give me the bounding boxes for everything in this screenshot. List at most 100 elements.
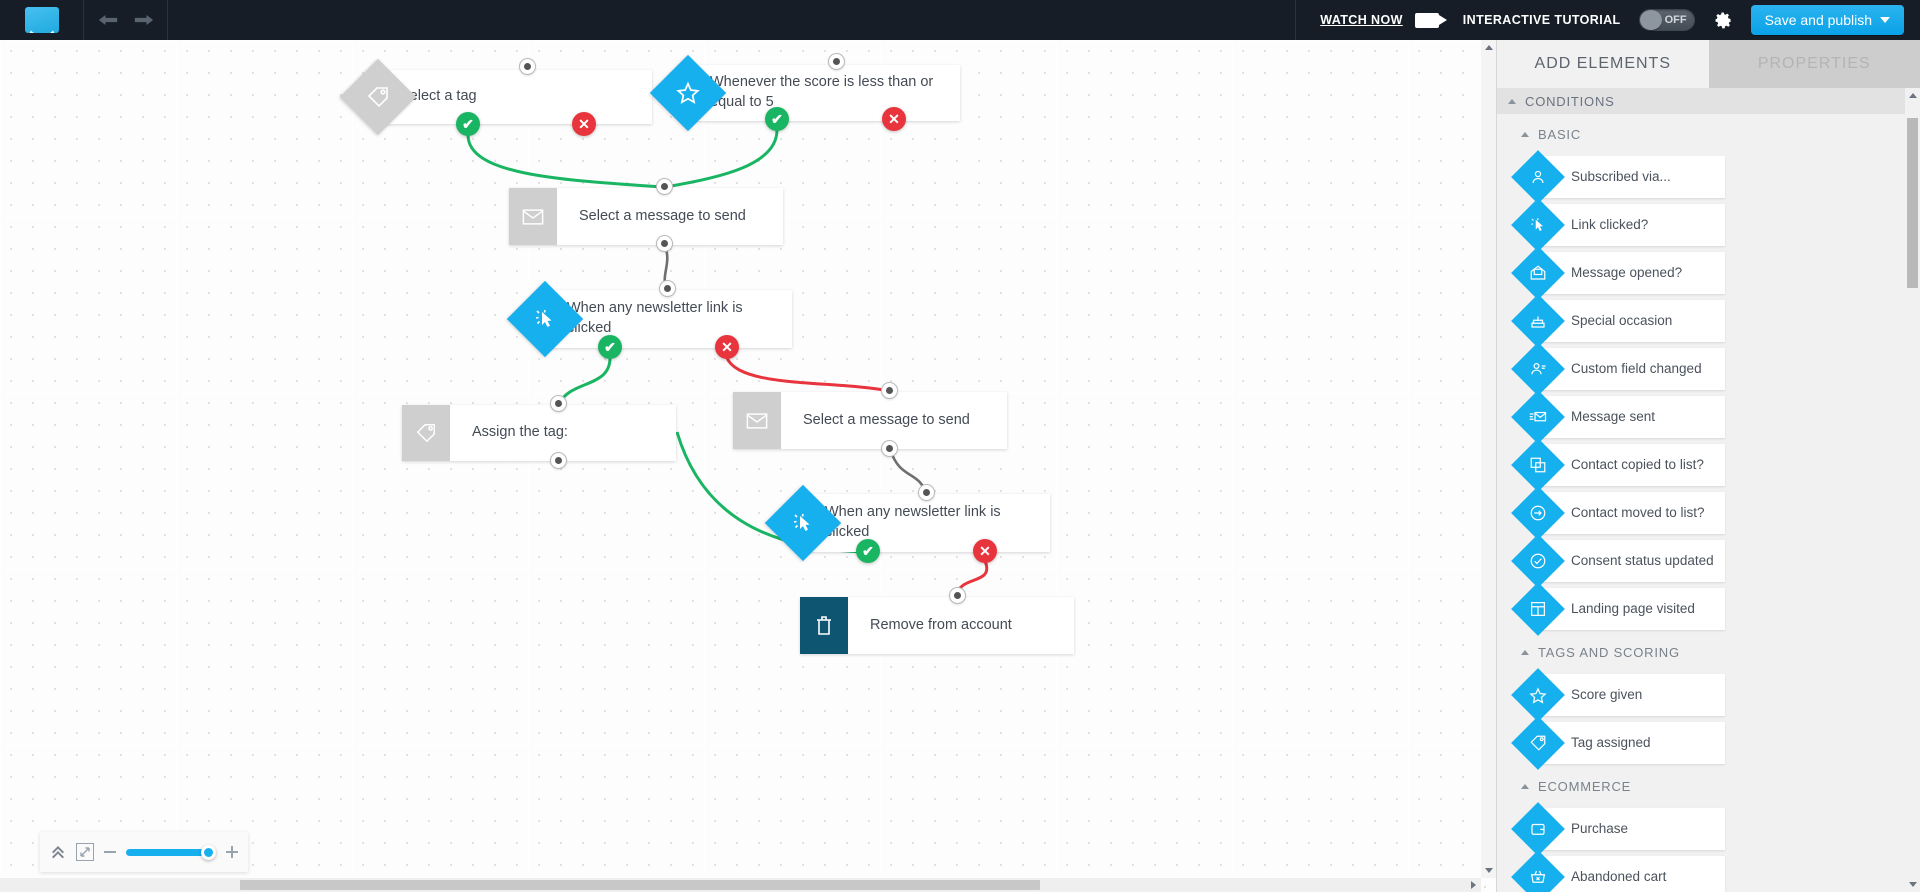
tab-properties[interactable]: PROPERTIES: [1708, 40, 1920, 88]
node-port-top[interactable]: [918, 484, 935, 501]
interactive-tutorial-label: INTERACTIVE TUTORIAL: [1462, 13, 1621, 27]
save-and-publish-button[interactable]: Save and publish: [1750, 5, 1904, 35]
node-label: Assign the tag:: [472, 424, 568, 441]
node-remove-from-account[interactable]: Remove from account: [800, 597, 1074, 654]
node-no-badge[interactable]: ✕: [572, 112, 596, 136]
click-cursor-icon: [764, 484, 842, 562]
element-tag-assigned[interactable]: Tag assigned: [1511, 716, 1725, 770]
watch-now-link[interactable]: WATCH NOW: [1320, 13, 1403, 27]
node-label: Select a message to send: [803, 411, 970, 428]
basket-x-icon: [1511, 850, 1565, 892]
fit-to-screen-icon[interactable]: [76, 843, 94, 861]
element-contact-copied-to-list[interactable]: Contact copied to list?: [1511, 438, 1725, 492]
element-landing-page-visited[interactable]: Landing page visited: [1511, 582, 1725, 636]
section-conditions-basic[interactable]: BASIC: [1497, 120, 1920, 148]
scroll-up-arrow[interactable]: [1481, 40, 1496, 55]
node-assign-the-tag[interactable]: Assign the tag:: [402, 405, 676, 461]
gear-icon[interactable]: [1713, 10, 1733, 30]
zoom-slider[interactable]: [126, 845, 216, 860]
collapse-triangle-icon: [1508, 98, 1516, 104]
node-select-message-top[interactable]: Select a message to send: [509, 188, 783, 245]
node-no-badge[interactable]: ✕: [715, 335, 739, 359]
section-tags-and-scoring[interactable]: TAGS AND SCORING: [1497, 638, 1920, 666]
node-port-top[interactable]: [828, 53, 845, 70]
panel-scroll-down-arrow[interactable]: [1905, 877, 1920, 892]
zoom-slider-track: [126, 849, 216, 856]
node-newsletter-link-clicked-top[interactable]: When any newsletter link is clicked: [506, 280, 792, 358]
element-message-sent[interactable]: Message sent: [1511, 390, 1725, 444]
tutorial-toggle[interactable]: OFF: [1638, 9, 1695, 31]
panel-vertical-scrollbar[interactable]: [1905, 88, 1920, 892]
element-label: Message opened?: [1571, 264, 1683, 280]
copy-icon: [1511, 438, 1565, 492]
element-link-clicked[interactable]: Link clicked?: [1511, 198, 1725, 252]
arrow-circle-icon: [1511, 486, 1565, 540]
plus-icon[interactable]: [226, 846, 238, 858]
node-port-top[interactable]: [881, 382, 898, 399]
node-port-bottom[interactable]: [550, 452, 567, 469]
workflow-canvas[interactable]: Select a tag ✔ ✕ Whenever the score is l…: [0, 40, 1496, 892]
watch-now-group[interactable]: WATCH NOW: [1295, 0, 1463, 40]
node-no-badge[interactable]: ✕: [973, 539, 997, 563]
elements-grid-ecommerce: Purchase Abandoned cart: [1497, 800, 1920, 892]
node-port-top[interactable]: [656, 178, 673, 195]
element-label: Special occasion: [1571, 312, 1673, 328]
app-logo[interactable]: [0, 0, 84, 40]
node-score-condition[interactable]: Whenever the score is less than or equal…: [649, 54, 960, 132]
canvas-hscroll-thumb[interactable]: [240, 880, 1040, 890]
node-port-top[interactable]: [659, 280, 676, 297]
tab-add-elements[interactable]: ADD ELEMENTS: [1497, 40, 1709, 88]
zoom-slider-knob[interactable]: [201, 845, 216, 860]
node-no-badge[interactable]: ✕: [882, 107, 906, 131]
section-ecommerce[interactable]: ECOMMERCE: [1497, 772, 1920, 800]
element-subscribed-via[interactable]: Subscribed via...: [1511, 150, 1725, 204]
collapse-triangle-icon: [1521, 131, 1529, 137]
tag-icon: [1511, 716, 1565, 770]
node-port-top[interactable]: [519, 58, 536, 75]
element-purchase[interactable]: Purchase: [1511, 802, 1725, 856]
node-select-a-tag[interactable]: Select a tag: [339, 58, 652, 136]
save-and-publish-label: Save and publish: [1764, 12, 1872, 28]
node-yes-badge[interactable]: ✔: [765, 107, 789, 131]
element-abandoned-cart[interactable]: Abandoned cart: [1511, 850, 1725, 892]
element-contact-moved-to-list[interactable]: Contact moved to list?: [1511, 486, 1725, 540]
node-select-message-right[interactable]: Select a message to send: [733, 392, 1007, 449]
element-label: Subscribed via...: [1571, 168, 1671, 184]
panel-scroll-up-arrow[interactable]: [1905, 88, 1920, 103]
node-port-bottom[interactable]: [656, 235, 673, 252]
node-yes-badge[interactable]: ✔: [598, 335, 622, 359]
chevron-down-icon: [1880, 17, 1890, 23]
element-label: Score given: [1571, 686, 1643, 702]
node-yes-badge[interactable]: ✔: [856, 539, 880, 563]
node-port-bottom[interactable]: [881, 440, 898, 457]
node-port-top[interactable]: [949, 587, 966, 604]
element-custom-field-changed[interactable]: Custom field changed: [1511, 342, 1725, 396]
panel-scroll-thumb[interactable]: [1907, 118, 1918, 288]
node-yes-badge[interactable]: ✔: [456, 112, 480, 136]
node-port-top[interactable]: [550, 395, 567, 412]
scroll-right-arrow[interactable]: [1466, 878, 1481, 892]
redo-arrow-icon[interactable]: [134, 13, 154, 27]
video-camera-icon[interactable]: [1414, 12, 1447, 28]
undo-arrow-icon[interactable]: [98, 13, 118, 27]
minus-icon[interactable]: [104, 851, 116, 853]
elements-grid-basic: Subscribed via... Link clicked?: [1497, 148, 1920, 636]
user-icon: [1511, 150, 1565, 204]
cake-icon: [1511, 294, 1565, 348]
node-label: Select a tag: [400, 88, 477, 105]
panel-tab-bar: ADD ELEMENTS PROPERTIES: [1497, 40, 1920, 88]
element-label: Custom field changed: [1571, 360, 1702, 376]
element-consent-status-updated[interactable]: Consent status updated: [1511, 534, 1725, 588]
double-chevron-up-icon[interactable]: [50, 844, 66, 860]
scroll-down-arrow[interactable]: [1481, 863, 1496, 878]
panel-scroll-region[interactable]: CONDITIONS BASIC Subscribed via...: [1497, 88, 1920, 892]
element-label: Tag assigned: [1571, 734, 1651, 750]
canvas-horizontal-scrollbar[interactable]: [0, 878, 1481, 892]
group-conditions[interactable]: CONDITIONS: [1497, 88, 1920, 114]
node-newsletter-link-clicked-bottom[interactable]: When any newsletter link is clicked: [764, 484, 1050, 562]
element-score-given[interactable]: Score given: [1511, 668, 1725, 722]
mail-logo-icon: [24, 7, 59, 33]
element-special-occasion[interactable]: Special occasion: [1511, 294, 1725, 348]
element-message-opened[interactable]: Message opened?: [1511, 246, 1725, 300]
canvas-vertical-scrollbar[interactable]: [1481, 40, 1496, 878]
